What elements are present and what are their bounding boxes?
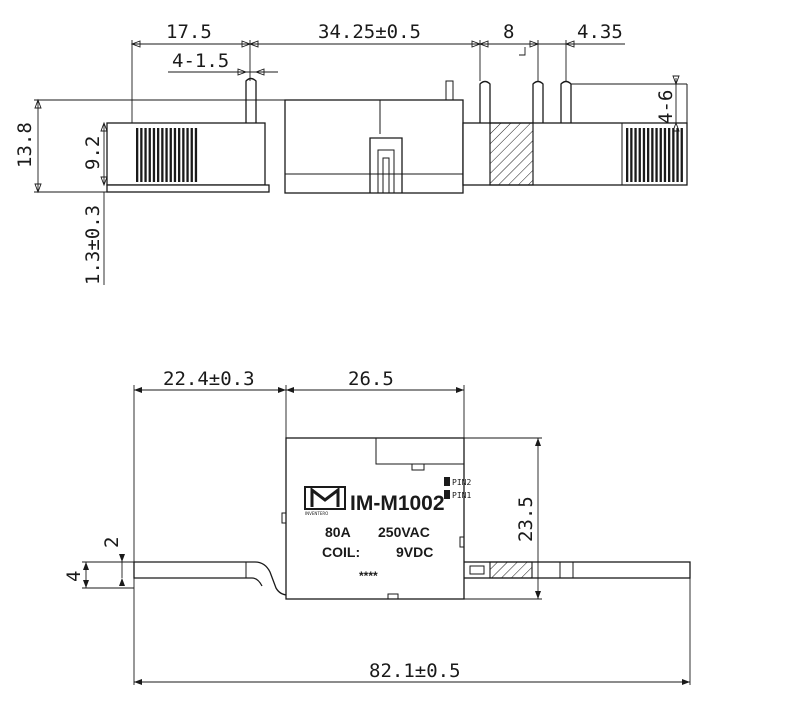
grill-bar [663,128,667,182]
code-label: **** [359,569,378,583]
right-pin-1 [479,80,491,123]
pin2-marker [444,477,450,486]
grill-bar [647,128,650,182]
dim-tab-width: 4 [63,571,85,582]
grill-bar [140,128,143,182]
lead-strip-left [134,561,289,596]
dim-body-length: 26.5 [348,368,394,390]
grill-bar [144,128,147,182]
voltage-rating: 250VAC [378,524,430,540]
dim-term-gap: 8 [503,21,514,43]
grill-bar [169,128,172,182]
grill-bar [676,128,679,182]
grill-bar [148,128,151,182]
right-pin-3 [560,80,572,123]
grill-bar [182,128,185,182]
grill-bar [190,128,193,182]
hatched-section-top [489,561,533,579]
right-grill [626,128,683,182]
dim-terminal-thickness: 1.3±0.3 [82,205,104,285]
dim-tab-height: 4-6 [655,90,677,124]
dim-overall-length: 82.1±0.5 [369,660,461,682]
svg-text:INVENTERO: INVENTERO [305,511,328,516]
grill-bar [161,128,164,182]
grill-bar [651,128,654,182]
left-pin [245,77,257,123]
grill-bar [642,128,646,182]
brand-logo-icon: INVENTERO [304,486,346,516]
grill-bar [157,128,160,182]
dim-pin-width: 4-1.5 [172,50,229,72]
dim-lead-offset: 17.5 [166,21,212,43]
pin1-label: PIN1 [452,491,471,500]
top-tab [445,80,454,101]
center-post [369,137,403,193]
left-terminal-base [106,184,270,193]
left-grill [136,128,198,182]
pin1-marker [444,490,450,499]
grill-bar [668,128,671,182]
grill-bar [655,128,658,182]
side-view [106,77,688,194]
grill-bar [630,128,633,182]
grill-bar [680,128,683,182]
dim-body-height: 9.2 [82,136,104,170]
relay-body-top [285,437,465,600]
grill-bar [626,128,629,182]
grill-bar [659,128,662,182]
coil-label: COIL: [322,544,360,560]
grill-bar [165,128,168,182]
top-view: PIN2 PIN1 INVENTERO IM-M1002 80A 250VAC … [133,437,691,600]
relay-body-side [284,99,464,194]
current-rating: 80A [325,524,351,540]
model-label: IM-M1002 [350,492,445,515]
grill-bar [672,128,675,182]
grill-bar [638,128,641,182]
grill-bar [186,128,189,182]
left-terminal [106,122,266,186]
top-dimensions: 22.4±0.3 26.5 23.5 4 2 82.1±0.5 [63,368,691,685]
dim-term-width: 4.35 [577,21,623,43]
right-pin-2 [532,80,544,123]
hatched-section-side [489,122,534,186]
grill-bar [152,128,156,182]
coil-value: 9VDC [396,544,433,560]
grill-bar [173,128,177,182]
dim-overall-height: 13.8 [14,122,36,168]
grill-bar [136,128,139,182]
side-dimensions: 17.5 34.25±0.5 8 4.35 4-1.5 13.8 9.2 1.3… [14,21,680,285]
grill-bar [194,128,198,182]
grill-bar [178,128,181,182]
dim-body-width: 23.5 [515,496,537,542]
grill-bar [634,128,637,182]
dim-lead-inset: 2 [101,537,123,548]
pin2-label: PIN2 [452,478,471,487]
dim-top-lead-offset: 22.4±0.3 [163,368,255,390]
dim-body-to-term: 34.25±0.5 [318,21,421,43]
